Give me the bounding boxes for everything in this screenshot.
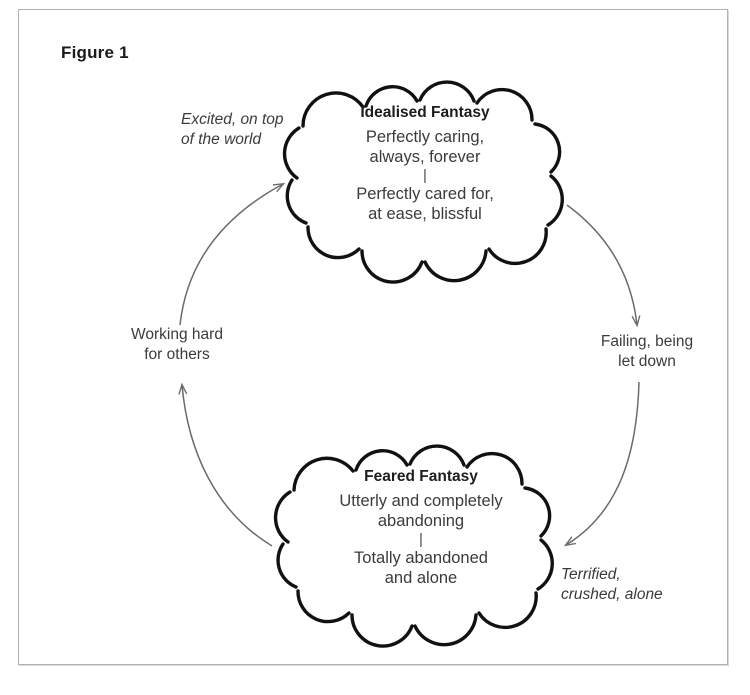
cloud-feared-divider: |: [419, 531, 423, 549]
cloud-idealised-line-3: Perfectly cared for,: [356, 185, 494, 204]
cloud-feared-line-4: and alone: [384, 569, 458, 588]
label-excited-on-top-of-the-world: Excited, on top of the world: [181, 110, 331, 151]
cloud-idealised-line-1: Perfectly caring,: [365, 127, 485, 146]
cloud-idealised-line-2: always, forever: [369, 148, 481, 167]
figure-caption: Figure 1: [61, 43, 129, 62]
cloud-feared-line-1: Utterly and completely: [339, 491, 503, 510]
label-failing-line-1: Failing, being: [600, 333, 694, 350]
figure-frame: Figure 1: [18, 9, 728, 665]
arc-right-upper: [566, 204, 637, 325]
cloud-idealised-fantasy: [282, 80, 564, 284]
label-working-line-1: Working hard: [131, 326, 223, 343]
cloud-idealised-fantasy-text: Idealised Fantasy Perfectly caring, alwa…: [310, 104, 540, 224]
arc-right-lower: [566, 381, 640, 545]
label-working-line-2: for others: [144, 346, 210, 364]
label-terrified-crushed-alone: Terrified, crushed, alone: [561, 565, 701, 606]
cloud-idealised-line-4: at ease, blissful: [368, 205, 482, 224]
label-failing-being-let-down: Failing, being let down: [588, 332, 706, 373]
cloud-feared-fantasy-text: Feared Fantasy Utterly and completely ab…: [290, 468, 552, 588]
label-terrified-line-2: crushed, alone: [561, 586, 663, 604]
label-failing-line-2: let down: [618, 353, 676, 371]
label-excited-line-2: of the world: [181, 131, 262, 149]
cloud-idealised-divider: |: [423, 167, 427, 185]
label-working-hard-for-others: Working hard for others: [112, 325, 242, 366]
cloud-feared-line-3: Totally abandoned: [354, 549, 488, 568]
arc-left-upper: [179, 184, 283, 326]
label-terrified-line-1: Terrified,: [561, 566, 621, 583]
cloud-feared-fantasy-title: Feared Fantasy: [364, 468, 478, 485]
cloud-feared-line-2: abandoning: [377, 512, 465, 531]
label-excited-line-1: Excited, on top: [181, 111, 284, 128]
cloud-idealised-fantasy-title: Idealised Fantasy: [360, 104, 490, 121]
cloud-feared-fantasy: [273, 444, 554, 648]
arc-left-lower: [182, 385, 273, 547]
